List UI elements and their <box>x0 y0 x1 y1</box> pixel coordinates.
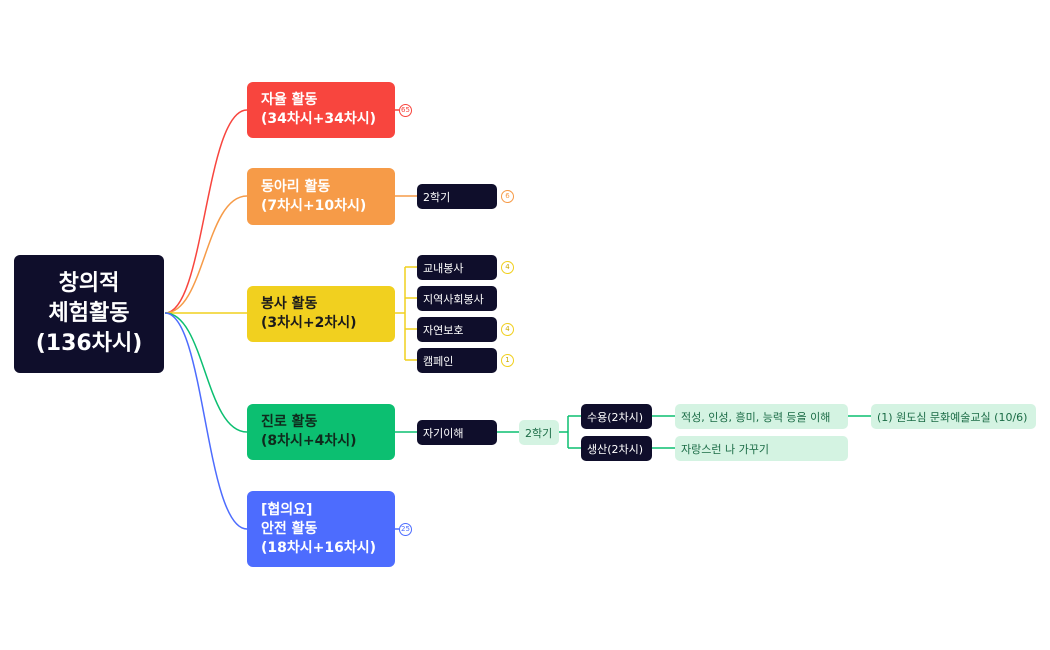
career-program-node[interactable]: (1) 원도심 문화예술교실 (10/6) <box>871 404 1036 429</box>
career-accept-detail-label: 적성, 인성, 흥미, 능력 등을 이해 <box>681 410 831 424</box>
career-self-understanding-label: 자기이해 <box>423 426 464 440</box>
branch-autonomous-activity[interactable]: 자율 활동 (34차시+34차시) <box>247 82 395 138</box>
branch-service-label: 봉사 활동 (3차시+2차시) <box>261 296 357 331</box>
career-semester-node[interactable]: 2학기 <box>519 420 559 445</box>
branch-club-label: 동아리 활동 (7차시+10차시) <box>261 178 367 214</box>
connector-root-autonomous <box>164 109 248 314</box>
service-school-node[interactable]: 교내봉사 <box>417 255 497 280</box>
count-badge-service-school: 4 <box>501 261 514 274</box>
count-badge-service-nature: 4 <box>501 323 514 336</box>
count-badge-autonomous: 65 <box>399 104 412 117</box>
service-nature-node[interactable]: 자연보호 <box>417 317 497 342</box>
connector-root-safety <box>164 312 248 530</box>
career-produce-node[interactable]: 생산(2차시) <box>581 436 652 461</box>
connector-semester-tree <box>559 415 581 449</box>
club-semester-label: 2학기 <box>423 190 451 204</box>
branch-safety-activity[interactable]: [협의요] 안전 활동 (18차시+16차시) <box>247 491 395 567</box>
service-community-label: 지역사회봉사 <box>423 292 484 306</box>
career-self-understanding-node[interactable]: 자기이해 <box>417 420 497 445</box>
career-accept-node[interactable]: 수용(2차시) <box>581 404 652 429</box>
count-badge-service-campaign: 1 <box>501 354 514 367</box>
connector-root-club <box>164 195 248 314</box>
root-node[interactable]: 창의적 체험활동 (136차시) <box>14 255 164 373</box>
connector-root-career <box>164 312 248 433</box>
connector-service-tree <box>395 266 417 361</box>
branch-service-activity[interactable]: 봉사 활동 (3차시+2차시) <box>247 286 395 342</box>
branch-club-activity[interactable]: 동아리 활동 (7차시+10차시) <box>247 168 395 225</box>
branch-career-activity[interactable]: 진로 활동 (8차시+4차시) <box>247 404 395 460</box>
career-produce-detail-label: 자랑스런 나 가꾸기 <box>681 442 769 456</box>
career-accept-detail-node[interactable]: 적성, 인성, 흥미, 능력 등을 이해 <box>675 404 848 429</box>
career-produce-detail-node[interactable]: 자랑스런 나 가꾸기 <box>675 436 848 461</box>
service-campaign-label: 캠페인 <box>423 354 454 368</box>
service-campaign-node[interactable]: 캠페인 <box>417 348 497 373</box>
root-label: 창의적 체험활동 (136차시) <box>35 271 143 356</box>
count-badge-safety: 25 <box>399 523 412 536</box>
branch-career-label: 진로 활동 (8차시+4차시) <box>261 414 357 449</box>
branch-safety-label: [협의요] 안전 활동 (18차시+16차시) <box>261 501 377 556</box>
club-semester-node[interactable]: 2학기 <box>417 184 497 209</box>
career-program-label: (1) 원도심 문화예술교실 (10/6) <box>877 410 1028 424</box>
service-school-label: 교내봉사 <box>423 261 464 275</box>
career-produce-label: 생산(2차시) <box>587 442 644 456</box>
count-badge-club-semester: 6 <box>501 190 514 203</box>
service-community-node[interactable]: 지역사회봉사 <box>417 286 497 311</box>
branch-autonomous-label: 자율 활동 (34차시+34차시) <box>261 92 377 127</box>
service-nature-label: 자연보호 <box>423 323 464 337</box>
career-semester-label: 2학기 <box>525 426 553 440</box>
career-accept-label: 수용(2차시) <box>587 410 644 424</box>
